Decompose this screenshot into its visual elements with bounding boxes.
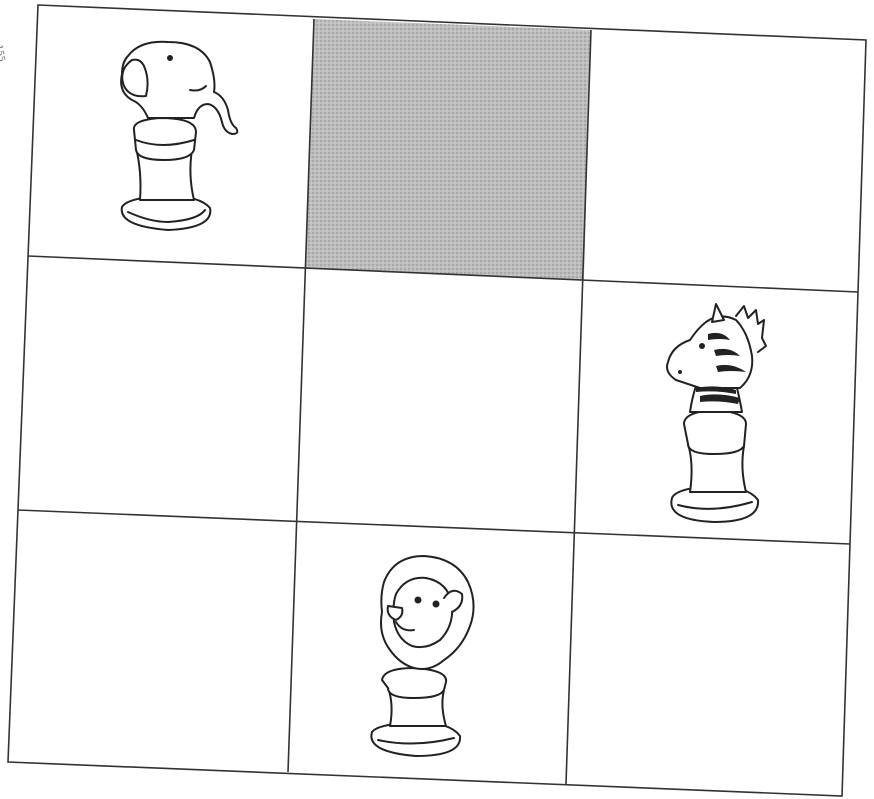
board-cell-r2-c2[interactable] [566,532,850,796]
board-cell-r1-c1[interactable] [297,268,584,532]
board-cell-r2-c0[interactable] [8,510,297,772]
board-cell-r1-c0[interactable] [18,256,305,520]
board-cell-r0-c1[interactable] [305,19,591,280]
board-cell-r0-c2[interactable] [584,30,866,292]
